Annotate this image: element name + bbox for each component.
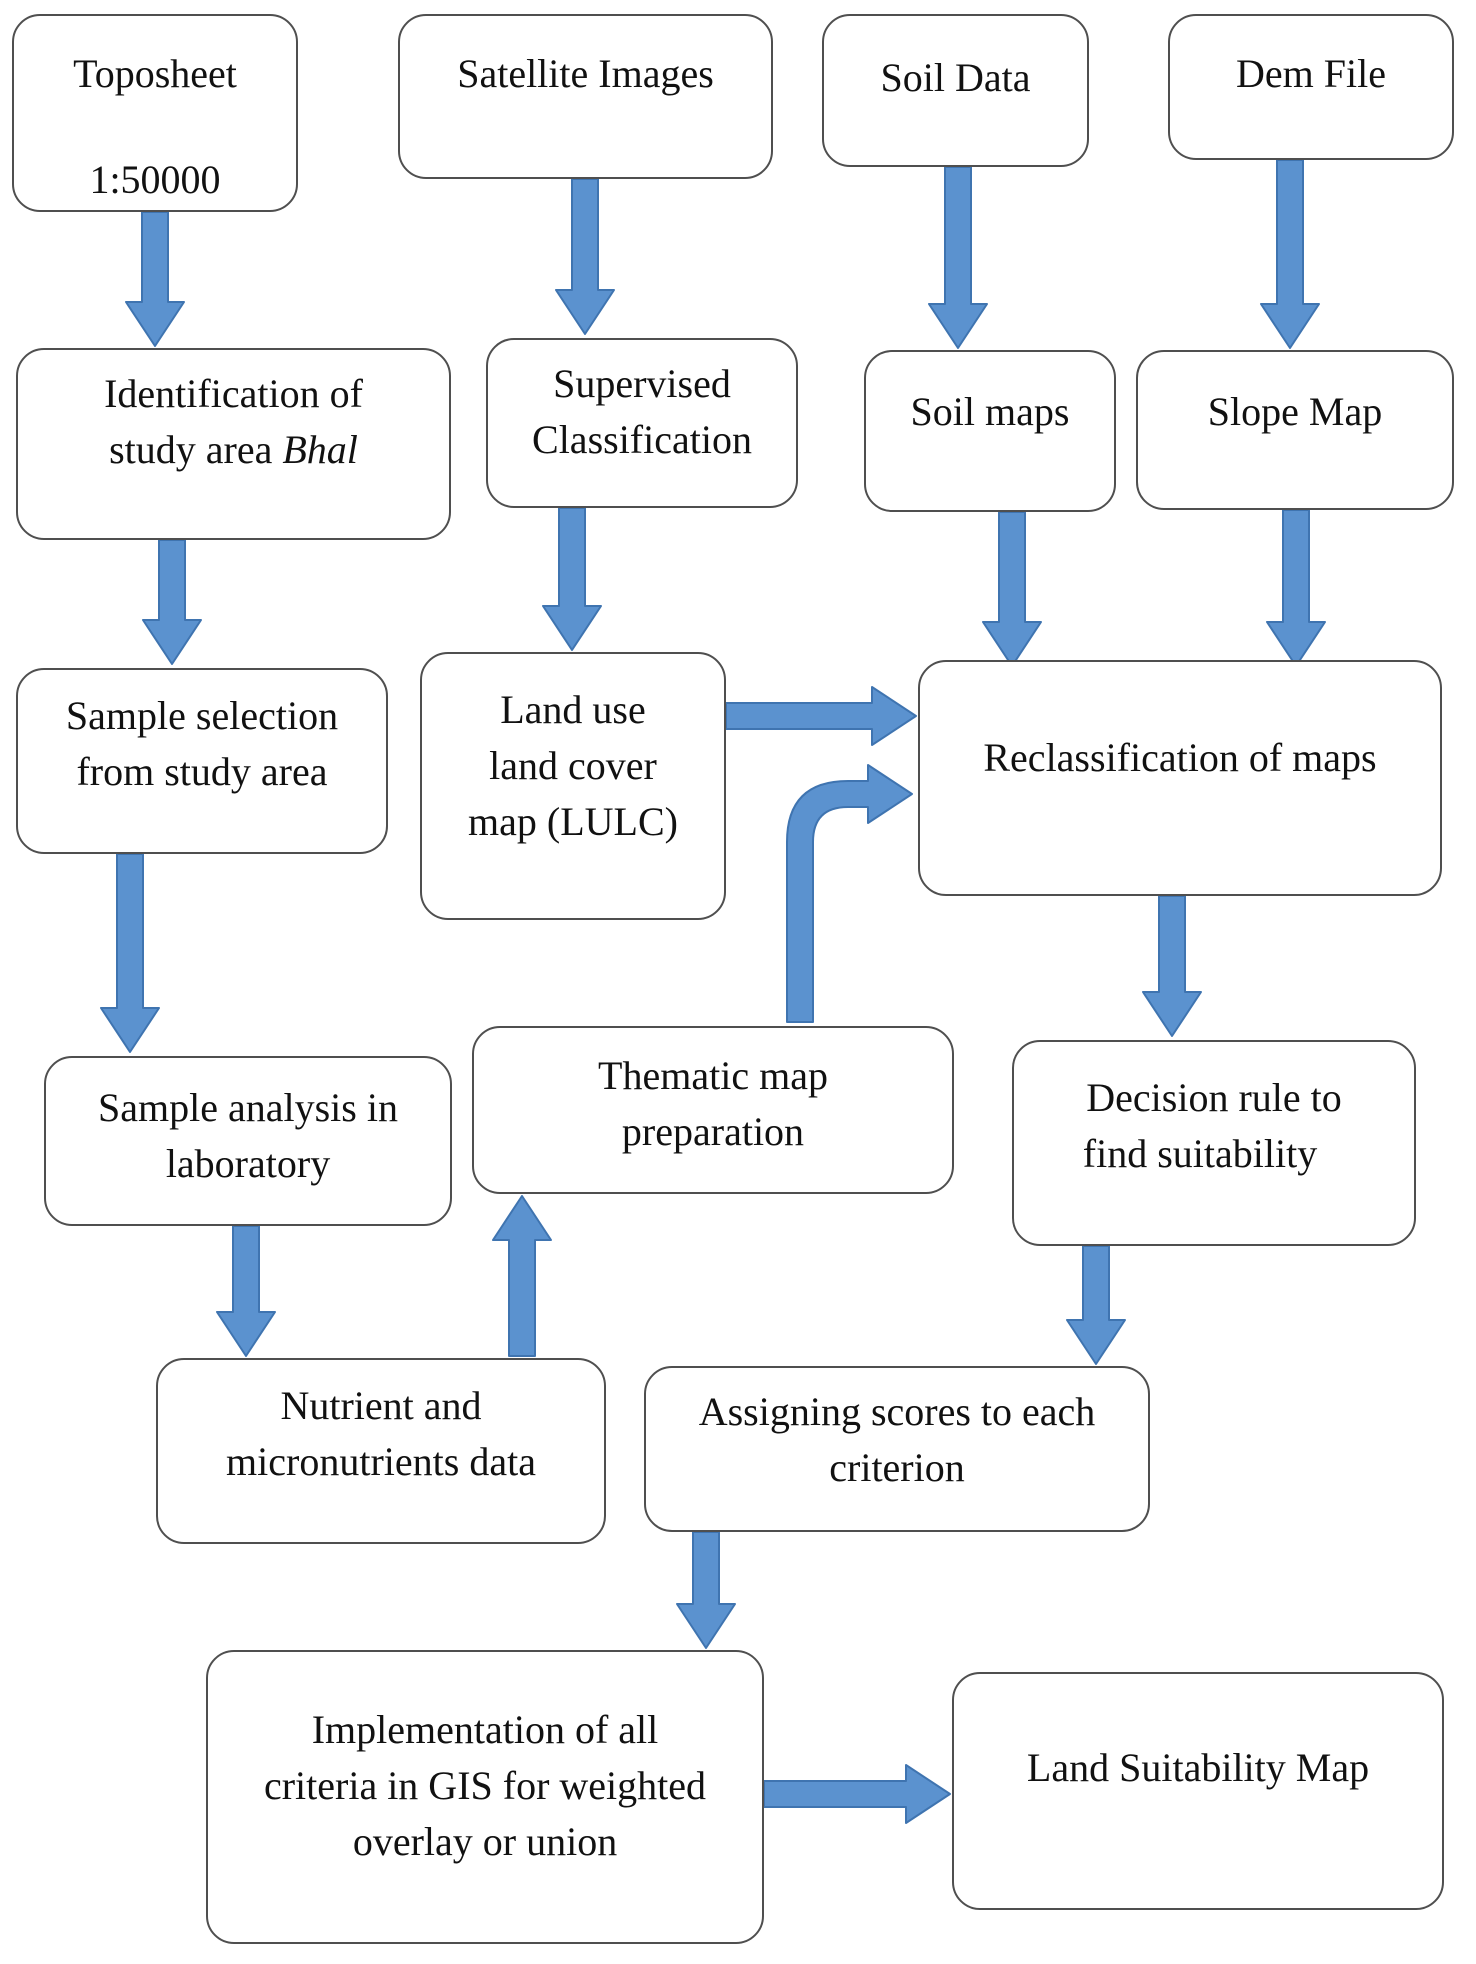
- node-implementation-line2: criteria in GIS for weighted: [263, 1763, 707, 1808]
- arrow-slope-map-to-reclassification: [1266, 509, 1326, 667]
- node-identification-study-area-name: Bhal: [282, 427, 358, 472]
- node-decision-rule: Decision rule to find suitability: [1012, 1040, 1416, 1246]
- node-decision-rule-line1: Decision rule to: [1086, 1075, 1342, 1120]
- node-soil-maps-line1: Soil maps: [910, 389, 1070, 434]
- arrow-lulc-to-reclassification: [725, 686, 917, 746]
- node-implementation-line1: Implementation of all: [311, 1707, 659, 1752]
- node-satellite-images: Satellite Images: [398, 14, 773, 179]
- arrow-assigning-scores-to-implementation: [676, 1531, 736, 1649]
- node-thematic-map-line1: Thematic map: [598, 1053, 828, 1098]
- node-sample-analysis: Sample analysis in laboratory: [44, 1056, 452, 1226]
- node-soil-data: Soil Data: [822, 14, 1089, 167]
- arrow-decision-rule-to-assigning-scores: [1066, 1245, 1126, 1365]
- node-assigning-scores: Assigning scores to each criterion: [644, 1366, 1150, 1532]
- node-nutrient: Nutrient and micronutrients data: [156, 1358, 606, 1544]
- arrow-soil-maps-to-reclassification: [982, 511, 1042, 667]
- arrow-dem-file-to-slope-map: [1260, 159, 1320, 349]
- node-sample-analysis-line2: laboratory: [165, 1141, 331, 1186]
- arrow-satellite-images-to-supervised-classification: [555, 178, 615, 335]
- node-toposheet-line2: 1:50000: [89, 157, 221, 202]
- node-reclassification-line1: Reclassification of maps: [983, 735, 1377, 780]
- node-implementation: Implementation of all criteria in GIS fo…: [206, 1650, 764, 1944]
- node-thematic-map: Thematic map preparation: [472, 1026, 954, 1194]
- node-dem-file-line1: Dem File: [1236, 51, 1386, 96]
- node-slope-map: Slope Map: [1136, 350, 1454, 510]
- node-land-suitability: Land Suitability Map: [952, 1672, 1444, 1910]
- arrow-thematic-map-to-reclassification: [786, 764, 913, 1023]
- node-nutrient-line2: micronutrients data: [226, 1439, 536, 1484]
- node-sample-selection-line1: Sample selection: [65, 693, 339, 738]
- node-supervised-classification-line1: Supervised: [553, 361, 731, 406]
- arrow-supervised-classification-to-lulc: [542, 507, 602, 651]
- node-dem-file: Dem File: [1168, 14, 1454, 160]
- node-identification: Identification of study area Bhal: [16, 348, 451, 540]
- node-toposheet: Toposheet 1:50000: [12, 14, 298, 212]
- node-identification-line2: study area Bhal: [109, 422, 358, 478]
- node-lulc-line3: map (LULC): [468, 799, 678, 844]
- node-nutrient-line1: Nutrient and: [280, 1383, 482, 1428]
- node-slope-map-line1: Slope Map: [1207, 389, 1383, 434]
- node-land-suitability-line1: Land Suitability Map: [1026, 1745, 1370, 1790]
- node-assigning-scores-line2: criterion: [829, 1445, 965, 1490]
- node-identification-line2-text: study area: [109, 427, 283, 472]
- node-reclassification: Reclassification of maps: [918, 660, 1442, 896]
- arrow-sample-analysis-to-nutrient: [216, 1225, 276, 1357]
- arrow-implementation-to-land-suitability: [763, 1764, 951, 1824]
- node-decision-rule-line2: find suitability: [1082, 1131, 1318, 1176]
- node-soil-data-line1: Soil Data: [880, 55, 1031, 100]
- node-sample-analysis-line1: Sample analysis in: [98, 1085, 398, 1130]
- node-soil-maps: Soil maps: [864, 350, 1116, 512]
- arrow-identification-to-sample-selection: [142, 539, 202, 665]
- node-lulc: Land use land cover map (LULC): [420, 652, 726, 920]
- arrow-soil-data-to-soil-maps: [928, 166, 988, 349]
- node-implementation-line3: overlay or union: [352, 1819, 618, 1864]
- node-sample-selection-line2: from study area: [76, 749, 328, 794]
- node-toposheet-line1: Toposheet: [73, 51, 237, 96]
- arrow-toposheet-to-identification: [125, 211, 185, 347]
- arrow-sample-selection-to-sample-analysis: [100, 853, 160, 1053]
- arrow-nutrient-to-thematic-map: [492, 1195, 552, 1357]
- node-satellite-images-line1: Satellite Images: [457, 51, 714, 96]
- node-supervised-classification: Supervised Classification: [486, 338, 798, 508]
- node-thematic-map-line2: preparation: [621, 1109, 805, 1154]
- node-supervised-classification-line2: Classification: [532, 417, 752, 462]
- node-sample-selection: Sample selection from study area: [16, 668, 388, 854]
- node-identification-line1: Identification of: [104, 371, 363, 416]
- arrow-reclassification-to-decision-rule: [1142, 895, 1202, 1037]
- node-lulc-line1: Land use: [500, 687, 646, 732]
- node-assigning-scores-line1: Assigning scores to each: [698, 1389, 1096, 1434]
- node-lulc-line2: land cover: [489, 743, 657, 788]
